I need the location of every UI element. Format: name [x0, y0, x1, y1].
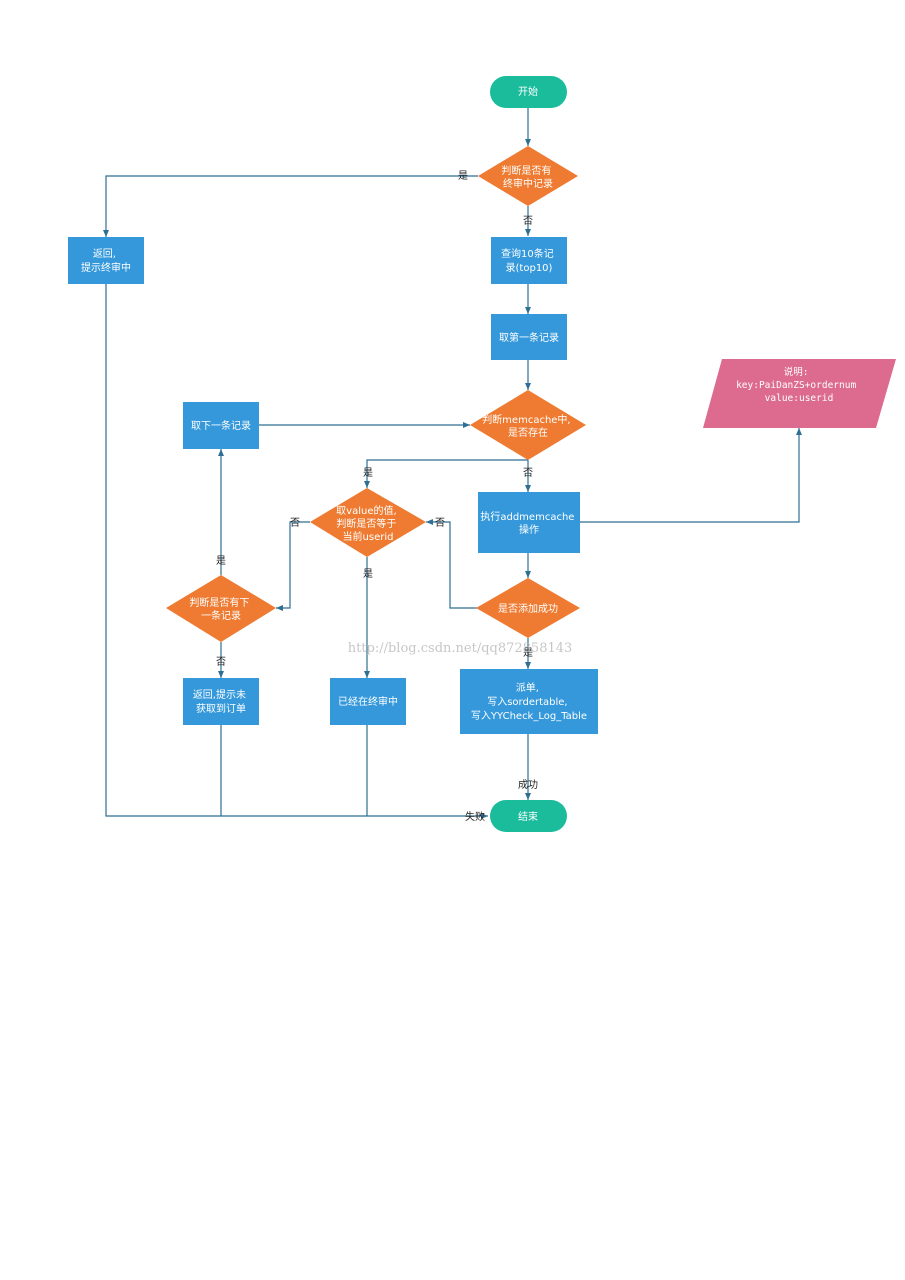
check-next-decision: 判断是否有下 一条记录: [166, 575, 276, 642]
check-memcache-line-2: 是否存在: [508, 426, 548, 439]
check-add-text: 是否添加成功: [498, 602, 558, 615]
edge-labels: 是 否 是 否 否 是 否 是 是 否 成功 失败: [216, 170, 538, 823]
check-value-line-3: 当前userid: [343, 530, 394, 543]
return-review-process: 返回, 提示终审中: [68, 237, 144, 284]
label-next-yes: 是: [216, 555, 226, 567]
check-review-text: 判断是否有 终审中记录: [501, 164, 554, 190]
watermark-text: http://blog.csdn.net/qq872858143: [348, 641, 573, 656]
dispatch-line-1: 派单,: [516, 682, 539, 694]
note-line-1: 说明:: [784, 366, 809, 378]
return-review-line-1: 返回,: [93, 248, 116, 260]
edge-memcache-yes: [364, 459, 528, 488]
label-fail: 失败: [465, 810, 485, 823]
start-label: 开始: [518, 85, 538, 98]
exec-add-line-2: 操作: [519, 523, 539, 536]
end-label: 结束: [518, 810, 538, 823]
check-next-text: 判断是否有下 一条记录: [189, 596, 252, 622]
return-none-text: 返回,提示未 获取到订单: [193, 689, 249, 715]
label-review-no: 否: [523, 215, 533, 227]
return-none-line-1: 返回,提示未: [193, 689, 246, 701]
check-value-decision: 取value的值, 判断是否等于 当前userid: [310, 488, 426, 557]
label-review-yes: 是: [458, 170, 468, 182]
check-review-line-1: 判断是否有: [501, 164, 551, 177]
query-top10-process: 查询10条记 录(top10): [491, 237, 567, 284]
take-first-text: 取第一条记录: [499, 331, 559, 344]
check-value-line-1: 取value的值,: [336, 504, 397, 517]
exec-add-line-1: 执行addmemcache: [480, 510, 574, 523]
take-first-process: 取第一条记录: [491, 314, 567, 360]
check-memcache-line-1: 判断memcache中,: [482, 413, 570, 426]
edge-add-no: [426, 519, 480, 609]
check-next-line-1: 判断是否有下: [189, 596, 249, 609]
already-review-text: 已经在终审中: [338, 695, 398, 708]
exec-add-process: 执行addmemcache 操作: [478, 492, 580, 553]
label-value-yes: 是: [363, 568, 373, 580]
check-next-line-2: 一条记录: [201, 609, 241, 622]
return-none-line-2: 获取到订单: [196, 703, 246, 715]
note-parallelogram: 说明: key:PaiDanZS+ordernum value:userid: [703, 359, 896, 428]
dispatch-line-2: 写入sordertable,: [487, 696, 567, 708]
label-value-no: 否: [290, 517, 300, 529]
exec-add-text: 执行addmemcache 操作: [480, 510, 577, 536]
label-next-no: 否: [216, 656, 226, 668]
dispatch-line-3: 写入YYCheck_Log_Table: [471, 710, 587, 722]
take-next-text: 取下一条记录: [191, 419, 251, 432]
label-memcache-no: 否: [523, 467, 533, 479]
end-node: 结束: [490, 800, 567, 832]
label-success: 成功: [518, 779, 538, 791]
edge-fail-to-end: [105, 284, 488, 819]
return-none-process: 返回,提示未 获取到订单: [183, 678, 259, 725]
check-review-decision: 判断是否有 终审中记录: [478, 146, 578, 206]
query-top10-line-2: 录(top10): [506, 262, 553, 274]
already-review-process: 已经在终审中: [330, 678, 406, 725]
check-memcache-decision: 判断memcache中, 是否存在: [470, 390, 586, 460]
label-add-no: 否: [435, 517, 445, 529]
query-top10-line-1: 查询10条记: [501, 247, 554, 260]
note-line-2: key:PaiDanZS+ordernum: [736, 380, 856, 391]
return-review-line-2: 提示终审中: [81, 261, 131, 274]
start-node: 开始: [490, 76, 567, 108]
dispatch-text: 派单, 写入sordertable, 写入YYCheck_Log_Table: [471, 682, 587, 722]
return-review-text: 返回, 提示终审中: [81, 248, 131, 274]
edge-value-no: [276, 521, 310, 611]
connectors: [103, 108, 802, 819]
note-text: 说明: key:PaiDanZS+ordernum value:userid: [736, 366, 862, 404]
check-review-line-2: 终审中记录: [503, 177, 553, 190]
check-value-line-2: 判断是否等于: [336, 517, 396, 530]
dispatch-process: 派单, 写入sordertable, 写入YYCheck_Log_Table: [460, 669, 598, 734]
edge-add-to-note: [580, 428, 802, 523]
query-top10-text: 查询10条记 录(top10): [501, 247, 557, 274]
take-next-process: 取下一条记录: [183, 402, 259, 449]
label-memcache-yes: 是: [363, 467, 373, 479]
note-line-3: value:userid: [765, 393, 834, 404]
check-value-text: 取value的值, 判断是否等于 当前userid: [336, 504, 400, 543]
check-add-decision: 是否添加成功: [476, 578, 580, 638]
edge-review-yes: [103, 175, 478, 237]
label-add-yes: 是: [523, 647, 533, 659]
check-memcache-text: 判断memcache中, 是否存在: [482, 413, 574, 439]
